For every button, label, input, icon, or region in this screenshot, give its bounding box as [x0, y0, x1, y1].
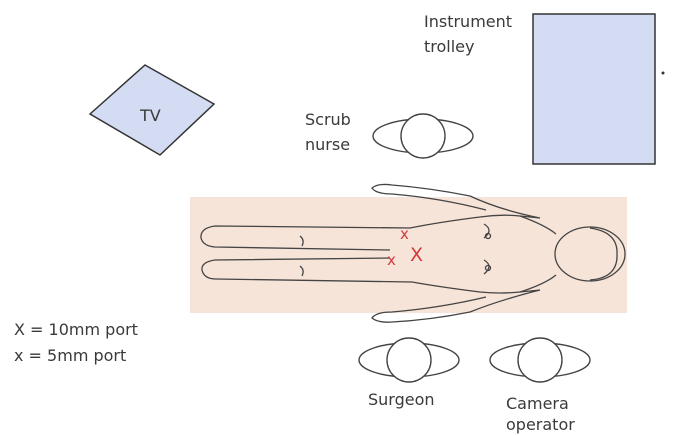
camera-operator-figure — [490, 338, 590, 382]
camera-operator-label-line1: Camera — [506, 394, 569, 414]
scrub-nurse-label-line1: Scrub — [305, 110, 351, 130]
legend-large-port: X = 10mm port — [14, 320, 138, 340]
surgeon-figure — [359, 338, 459, 382]
instrument-trolley-label-line2: trolley — [424, 37, 475, 57]
legend-small-port: x = 5mm port — [14, 346, 126, 366]
trolley-marker-dot — [662, 72, 665, 75]
port-marker-small-1: x — [400, 224, 409, 244]
port-marker-small-2: x — [387, 250, 396, 270]
port-marker-large: X — [410, 245, 423, 265]
scrub-nurse-figure — [373, 114, 473, 158]
tv-label: TV — [140, 106, 161, 126]
instrument-trolley — [533, 14, 655, 164]
operating-table — [190, 197, 627, 313]
camera-operator-label-line2: operator — [506, 415, 575, 435]
scrub-nurse-label-line2: nurse — [305, 135, 350, 155]
surgeon-label: Surgeon — [368, 390, 435, 410]
instrument-trolley-label-line1: Instrument — [424, 12, 512, 32]
